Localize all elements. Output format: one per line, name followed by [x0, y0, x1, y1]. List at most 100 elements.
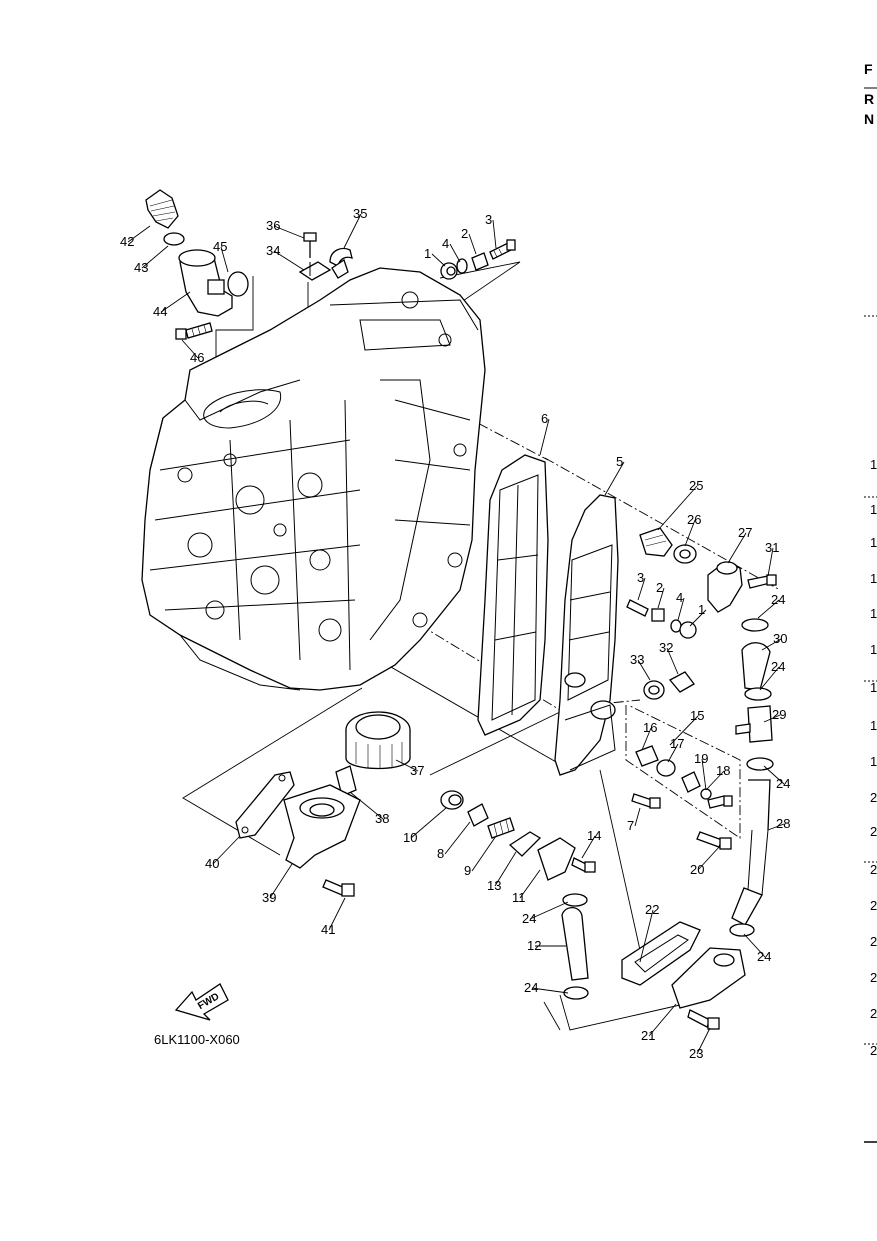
callout-43: 43: [134, 260, 148, 275]
callout-18: 18: [716, 763, 730, 778]
bolt-14: [571, 857, 596, 873]
bolt-7: [631, 793, 661, 809]
bracket-34: [298, 261, 332, 281]
plug-32: [668, 671, 695, 693]
callout-41: 41: [321, 922, 335, 937]
callout-35: 35: [353, 206, 367, 221]
bolt-36: [303, 232, 317, 258]
gasket-22: [621, 921, 701, 986]
grommet-17: [656, 759, 676, 777]
gasket-4-top: [456, 258, 468, 274]
callout-28: 28: [776, 816, 790, 831]
hose-30: [741, 642, 771, 691]
bolt-18: [707, 795, 733, 809]
edge-header-1: F: [864, 61, 873, 77]
callout-45: 45: [213, 239, 227, 254]
bolt-46: [175, 322, 213, 340]
callout-24: 24: [776, 776, 790, 791]
callout-46: 46: [190, 350, 204, 365]
callout-24: 24: [771, 659, 785, 674]
callout-32: 32: [659, 640, 673, 655]
callout-2: 2: [461, 226, 468, 241]
callout-26: 26: [687, 512, 701, 527]
callout-44: 44: [153, 304, 167, 319]
callout-labels: 4243444546363435142365252627312430242924…: [120, 206, 790, 1061]
clip-24-d: [729, 923, 755, 937]
callout-1: 1: [698, 602, 705, 617]
callout-15: 15: [690, 708, 704, 723]
bolt-3-mid: [626, 599, 649, 617]
edge-number: 2: [870, 970, 877, 985]
edge-number: 1: [870, 606, 877, 621]
grommet-10: [440, 790, 464, 810]
bolt-20: [696, 831, 732, 850]
callout-21: 21: [641, 1028, 655, 1043]
callout-20: 20: [690, 862, 704, 877]
edge-number: 1: [870, 571, 877, 586]
oil-filter-37: [345, 711, 411, 770]
edge-number: 2: [870, 824, 877, 839]
gasket-13: [508, 831, 542, 857]
callout-10: 10: [403, 830, 417, 845]
housing-27: [707, 561, 743, 613]
edge-header-3: N: [864, 111, 874, 127]
edge-number: 2: [870, 862, 877, 877]
grommet-26: [673, 544, 697, 564]
edge-header-2: R: [864, 91, 874, 107]
callout-30: 30: [773, 631, 787, 646]
callout-24: 24: [524, 980, 538, 995]
callout-25: 25: [689, 478, 703, 493]
drawing-code: 6LK1100-X060: [154, 1032, 240, 1047]
plug-1-top: [440, 262, 458, 280]
gasket-6: [477, 454, 549, 736]
cover-11: [537, 837, 576, 881]
edge-number: 1: [870, 680, 877, 695]
callout-16: 16: [643, 720, 657, 735]
washer-33: [643, 680, 665, 700]
clip-24-f: [563, 986, 589, 1000]
bolt-31: [747, 574, 777, 589]
callout-8: 8: [437, 846, 444, 861]
callout-14: 14: [587, 828, 601, 843]
callout-2: 2: [656, 580, 663, 595]
callout-3: 3: [485, 212, 492, 227]
callout-1: 1: [424, 246, 431, 261]
clip-24-c: [746, 757, 774, 771]
anode-16: [635, 745, 659, 767]
edge-number: 1: [870, 502, 877, 517]
plug-1-mid: [679, 621, 697, 639]
bolt-3-top: [489, 239, 516, 260]
callout-38: 38: [375, 811, 389, 826]
callout-13: 13: [487, 878, 501, 893]
fwd-arrow-icon: FWD: [174, 983, 229, 1021]
hose-12: [561, 906, 589, 981]
callout-3: 3: [637, 570, 644, 585]
edge-number: 1: [870, 535, 877, 550]
callout-24: 24: [757, 949, 771, 964]
edge-number: 2: [870, 1006, 877, 1021]
callout-36: 36: [266, 218, 280, 233]
callout-24: 24: [522, 911, 536, 926]
edge-number: 1: [870, 718, 877, 733]
edge-number: 2: [870, 790, 877, 805]
callout-11: 11: [512, 890, 526, 905]
edge-number: 2: [870, 1043, 877, 1058]
callout-33: 33: [630, 652, 644, 667]
edge-number: 2: [870, 934, 877, 949]
callout-23: 23: [689, 1046, 703, 1061]
cylinder-block: [141, 267, 486, 691]
edge-number: 1: [870, 754, 877, 769]
cover-plate-5: [554, 494, 619, 776]
callout-24: 24: [771, 592, 785, 607]
clip-24-b: [744, 687, 772, 701]
oil-filter-bracket-39: [283, 784, 361, 869]
thermostat-cap-42: [145, 189, 179, 229]
union-bolt-38: [335, 765, 357, 797]
callout-27: 27: [738, 525, 752, 540]
callout-5: 5: [616, 454, 623, 469]
gasket-40: [235, 771, 295, 839]
callout-31: 31: [765, 540, 779, 555]
thermostat-housing-44: [178, 249, 233, 317]
